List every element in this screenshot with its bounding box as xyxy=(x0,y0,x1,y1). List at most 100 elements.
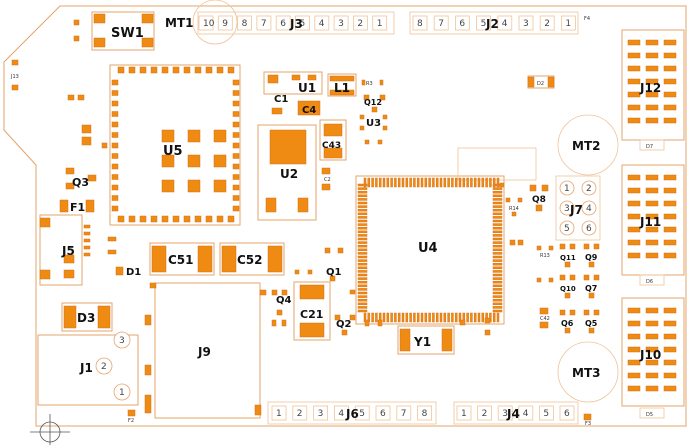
label-c2: C2 xyxy=(324,177,331,183)
label-r14: R14 xyxy=(509,206,519,212)
svg-text:3: 3 xyxy=(119,336,125,346)
label-f3: F3 xyxy=(585,421,591,427)
header-pin xyxy=(237,15,253,31)
q10-footprint: Q10 xyxy=(559,274,576,299)
c21-footprint: C21 xyxy=(293,281,331,341)
label-u4: U4 xyxy=(418,241,438,256)
label-j13: J13 xyxy=(10,74,19,80)
header-pin xyxy=(396,405,412,421)
label-q1: Q1 xyxy=(326,267,342,278)
label-d3: D3 xyxy=(77,311,95,325)
header-pin xyxy=(275,15,291,31)
header-pin xyxy=(198,15,214,31)
c43-footprint: C43 xyxy=(319,119,347,161)
y1-footprint: Y1 xyxy=(397,325,455,355)
q8-footprint: Q8 xyxy=(529,184,549,212)
header-pin xyxy=(412,15,428,31)
label-c51: C51 xyxy=(168,253,194,267)
label-f1: F1 xyxy=(70,201,85,214)
header-pin xyxy=(518,15,534,31)
header-pin xyxy=(539,405,554,421)
c2-footprint: C2 xyxy=(321,167,331,191)
svg-text:6: 6 xyxy=(586,224,592,234)
u5-module: U5 xyxy=(109,64,241,226)
mt2-footprint: MT2 xyxy=(557,114,619,176)
j5-footprint: J5 xyxy=(39,214,91,286)
header-pin xyxy=(477,405,493,421)
label-q12: Q12 xyxy=(364,98,382,107)
label-c42: C42 xyxy=(540,316,550,322)
j7-header: 1 2 3 4 5 6 J7 xyxy=(555,175,601,241)
label-j2: J2 xyxy=(485,17,499,31)
header-pin-number: 9 xyxy=(222,19,228,29)
q12-footprint: Q12 xyxy=(363,94,386,113)
label-u5: U5 xyxy=(163,144,183,159)
j1-connector: 3 2 1 J1 xyxy=(37,331,139,406)
header-pin-number: 8 xyxy=(422,409,428,419)
header-pin-number: 6 xyxy=(380,409,386,419)
header-pin xyxy=(354,405,370,421)
header-pin-number: 4 xyxy=(338,409,344,419)
header-pin xyxy=(518,405,534,421)
svg-text:2: 2 xyxy=(586,184,592,194)
label-q9: Q9 xyxy=(585,253,598,262)
l1-footprint: L1 xyxy=(327,73,357,97)
mt1-footprint: MT1 xyxy=(165,0,238,45)
q11-footprint: Q11 xyxy=(559,243,576,268)
header-pin xyxy=(333,405,349,421)
header-pin-number: 1 xyxy=(377,19,383,29)
header-pin-number: 1 xyxy=(565,19,571,29)
label-l1: L1 xyxy=(334,81,350,95)
label-u2: U2 xyxy=(280,167,298,181)
j12-connector: J12 D7 xyxy=(621,29,685,151)
f1-footprint: F1 xyxy=(59,199,95,214)
header-pin-number: 7 xyxy=(438,19,444,29)
header-pin-number: 4 xyxy=(319,19,325,29)
u4-qfp: U4 xyxy=(355,147,537,325)
label-d6: D6 xyxy=(646,279,653,285)
header-pin-number: 5 xyxy=(359,409,365,419)
svg-text:5: 5 xyxy=(564,224,570,234)
svg-text:1: 1 xyxy=(564,184,570,194)
u1-footprint: U1 C1 xyxy=(263,71,323,115)
u3-footprint: U3 xyxy=(359,114,388,131)
header-pin-number: 2 xyxy=(482,409,488,419)
c52-footprint: C52 xyxy=(219,242,285,276)
header-pin-number: 2 xyxy=(357,19,363,29)
svg-text:4: 4 xyxy=(586,204,592,214)
sw1-footprint: SW1 xyxy=(91,11,155,51)
label-q11: Q11 xyxy=(560,254,576,262)
q3-footprint: Q3 xyxy=(65,167,97,190)
header-pin-number: 6 xyxy=(280,19,286,29)
r14-footprint: R14 xyxy=(505,197,523,217)
header-pin-number: 3 xyxy=(338,19,344,29)
header-pin-number: 6 xyxy=(459,19,465,29)
header-pin xyxy=(561,15,576,31)
header-pin-number: 7 xyxy=(401,409,407,419)
header-pin-number: 8 xyxy=(417,19,423,29)
j9-footprint: J9 xyxy=(144,282,267,419)
q4-footprint: Q4 xyxy=(271,289,292,316)
label-j3: J3 xyxy=(289,17,303,31)
c4-footprint: C4 xyxy=(297,100,321,116)
label-c43: C43 xyxy=(322,141,341,151)
label-mt3: MT3 xyxy=(572,366,600,380)
label-d5: D5 xyxy=(646,412,653,418)
label-f2: F2 xyxy=(128,418,134,424)
header-pin-number: 2 xyxy=(297,409,303,419)
header-pin-number: 6 xyxy=(564,409,570,419)
board-outline xyxy=(3,5,687,427)
header-pin xyxy=(497,15,513,31)
label-j5: J5 xyxy=(61,244,75,258)
label-j6: J6 xyxy=(345,407,359,421)
label-q8: Q8 xyxy=(532,195,546,205)
label-q4: Q4 xyxy=(276,295,292,306)
header-pin-number: 3 xyxy=(318,409,324,419)
q9-footprint: Q9 xyxy=(583,243,600,268)
header-pin xyxy=(217,15,233,31)
